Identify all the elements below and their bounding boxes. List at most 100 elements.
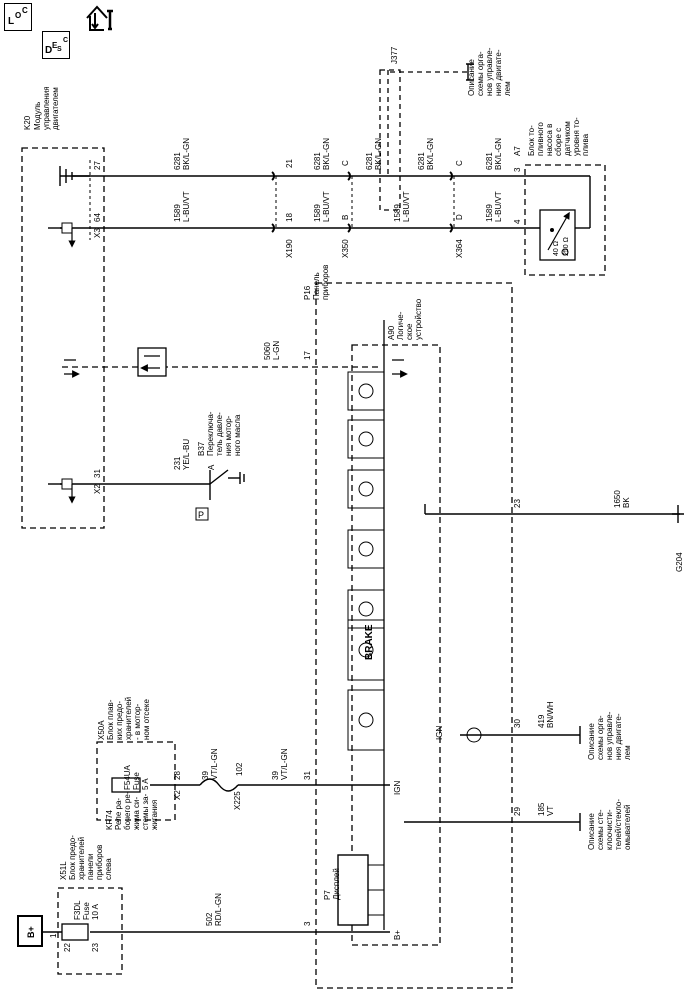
- conn-x2: X2: [93, 484, 102, 494]
- pin-17: 17: [303, 351, 312, 360]
- x51l-id: X51L: [59, 861, 68, 880]
- x50a-desc-3: - в мотор-: [133, 703, 142, 740]
- pin-28: 28: [173, 771, 182, 780]
- a7-desc-0: Блок то-: [527, 125, 536, 156]
- pin-31b: 31: [303, 771, 312, 780]
- w6281-c2: 6281: [313, 152, 322, 170]
- a7-desc-3: сборе с: [554, 128, 563, 156]
- kr74-id: KR74: [105, 809, 114, 830]
- w6281-c3: 6281: [365, 152, 374, 170]
- w6281-k2: BK/L-GN: [322, 138, 331, 170]
- pin-23: 23: [513, 499, 522, 508]
- data-comm-icon: [64, 347, 404, 376]
- ref-eng-3: ния двигате-: [614, 713, 623, 760]
- a7-desc-1: пливного: [536, 122, 545, 156]
- b37-desc-0: Переключа-: [206, 411, 215, 456]
- p7-id: P7: [323, 890, 332, 900]
- w1589-c2: 1589: [313, 204, 322, 222]
- k20-desc-2: двигателем: [51, 87, 60, 130]
- x50a-box: [96, 741, 176, 821]
- x51l-desc-3: приборов: [95, 845, 104, 880]
- ref-wash-2: клоочисти-: [605, 809, 614, 850]
- kr74-desc-1: бочего ре-: [123, 791, 132, 830]
- f54ua-rating: 5 A: [141, 778, 150, 790]
- w502-k: RD/L-GN: [214, 893, 223, 926]
- pin-a: A: [207, 464, 216, 470]
- k20-desc-1: управления: [42, 86, 51, 130]
- description-view-button[interactable]: D E S C: [42, 31, 70, 59]
- b37-desc-2: ния мотор-: [224, 415, 233, 456]
- k20-input-31: [48, 478, 76, 504]
- a7-desc-5: уровня то-: [572, 117, 581, 156]
- w6281-k5: BK/L-GN: [494, 138, 503, 170]
- fuel-level-sensor: [539, 209, 576, 261]
- x50a-desc-0: Блок плав-: [106, 699, 115, 740]
- x50a-desc-2: хранителей: [124, 697, 133, 740]
- ref-eng-0: Описание: [587, 723, 596, 760]
- ign-label-2: IGN: [393, 781, 402, 795]
- x51l-box: [57, 887, 123, 975]
- w39-k1: VT/L-GN: [210, 748, 219, 780]
- kr74-desc-2: жима си-: [132, 797, 141, 830]
- k20-desc-0: Модуль: [33, 102, 42, 130]
- connector-x190: [271, 171, 277, 233]
- x51l-desc-2: панели: [86, 853, 95, 880]
- pin-3: 3: [513, 167, 522, 172]
- res-250: 250 Ω: [563, 237, 570, 256]
- w6281-c5: 6281: [485, 152, 494, 170]
- kr74-desc-4: жигания: [150, 800, 159, 830]
- res-40: 40 Ω: [553, 241, 560, 256]
- pin-31: 31: [93, 469, 102, 478]
- f3dl-type: Fuse: [82, 902, 91, 920]
- pin-b: B: [341, 215, 350, 220]
- battery-plus: [17, 915, 43, 947]
- w6281-c1: 6281: [173, 152, 182, 170]
- location-view-button[interactable]: L O C: [4, 3, 32, 31]
- ref-fuel-0: Описание: [467, 59, 476, 96]
- w419-k: BN/WH: [546, 701, 555, 728]
- w231-k: YE/L-BU: [182, 439, 191, 470]
- w1650-k: BK: [622, 497, 631, 508]
- g204-id: G204: [675, 552, 684, 572]
- pin-18: 18: [285, 213, 294, 222]
- fuse-f54ua: [111, 777, 141, 793]
- pin-23b: 23: [91, 943, 100, 952]
- k20-input-64: [48, 222, 76, 248]
- pin-102: 102: [235, 762, 244, 776]
- pin-22: 22: [63, 943, 72, 952]
- w39-c1: 39: [201, 771, 210, 780]
- ref-fuel-1: схемы орга-: [476, 51, 485, 96]
- ref-wash-3: телей/стекло-: [614, 799, 623, 850]
- pin-29: 29: [513, 807, 522, 816]
- bplus-box-label: B+: [26, 926, 36, 938]
- pin-21: 21: [285, 159, 294, 168]
- a90-desc-0: Логиче-: [396, 311, 405, 340]
- w231-c: 231: [173, 456, 182, 470]
- ground-g204: [672, 505, 684, 523]
- a7-id: A7: [513, 146, 522, 156]
- a90-desc-1: ское: [405, 323, 414, 340]
- ref-fuel-4: лем: [503, 81, 512, 96]
- w1589-k1: L-BU/VT: [182, 191, 191, 222]
- ref-eng-4: лем: [623, 745, 632, 760]
- btn1-a: L: [8, 16, 15, 27]
- brake-label: BRAKE: [364, 624, 375, 660]
- connector-x350: [347, 171, 353, 233]
- w1589-c1: 1589: [173, 204, 182, 222]
- w39-c2: 39: [271, 771, 280, 780]
- ref-fuel-3: ния двигате-: [494, 49, 503, 96]
- service-tool-button[interactable]: [84, 3, 118, 33]
- a7-box: [524, 164, 606, 276]
- btn1-c: C: [22, 6, 28, 15]
- btn2-c: S: [57, 46, 62, 53]
- conn-x364: X364: [455, 239, 464, 258]
- j377-id: J377: [390, 46, 399, 64]
- w1589-c4: 1589: [485, 204, 494, 222]
- p16-id: P16: [303, 285, 312, 300]
- b37-id: B37: [197, 441, 206, 456]
- indicator-lamps: [347, 320, 482, 930]
- btn1-b: O: [15, 11, 22, 20]
- a7-desc-2: насоса в: [545, 124, 554, 156]
